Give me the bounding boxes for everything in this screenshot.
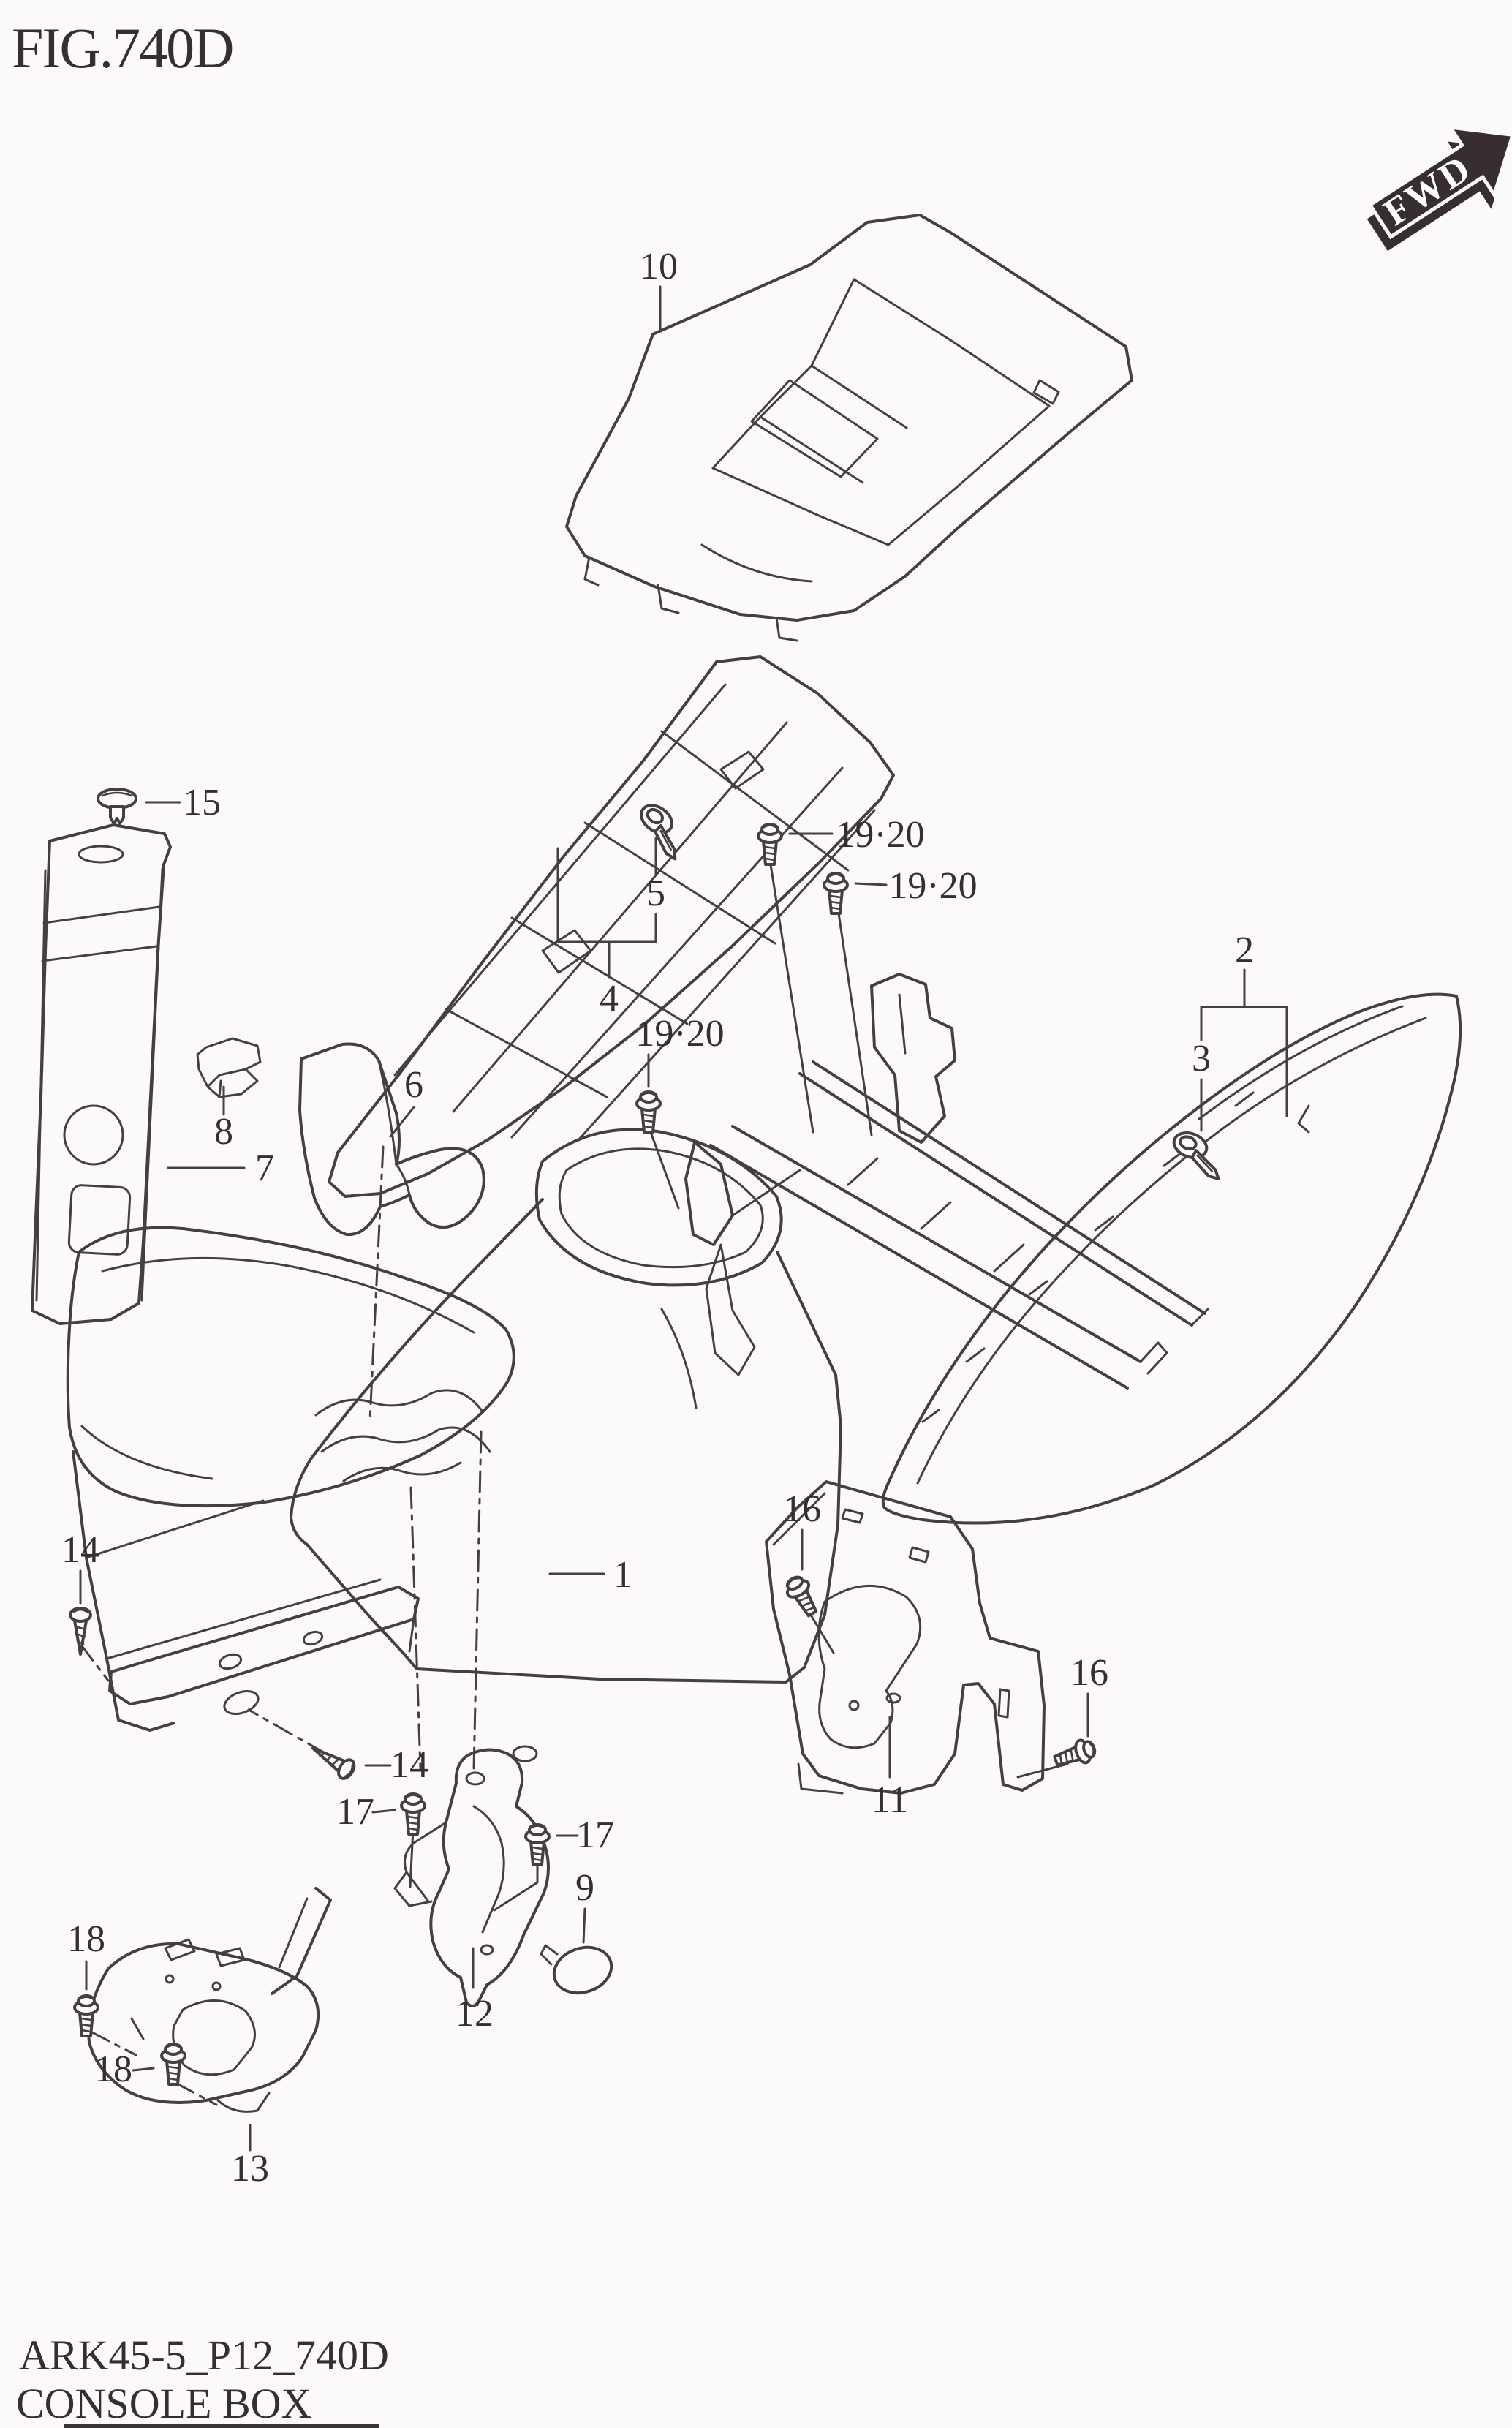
leader-line-l17a bbox=[371, 1809, 396, 1814]
fwd-arrow-body bbox=[1367, 125, 1512, 240]
screw-tap-9 bbox=[69, 1607, 92, 1656]
leader-line-x19c bbox=[647, 1125, 680, 1210]
part-1-console-body bbox=[290, 1128, 842, 1762]
leader-line-x18b bbox=[174, 2081, 218, 2106]
leader-line-xc1 bbox=[472, 1430, 483, 1771]
callout-label-6: 6 bbox=[404, 1064, 423, 1106]
screw-bolt-1 bbox=[823, 872, 849, 915]
callout-label-18: 18 bbox=[94, 2048, 132, 2090]
armrest-support bbox=[72, 1450, 420, 1732]
leader-line-l18b bbox=[132, 2067, 155, 2072]
clip-pin-0 bbox=[97, 788, 137, 825]
leader-line-x16b bbox=[1016, 1762, 1069, 1779]
callout-label-16: 16 bbox=[1070, 1652, 1108, 1694]
leader-line-l19b bbox=[854, 882, 888, 886]
screw-bolt-5 bbox=[400, 1792, 426, 1836]
screw-bolt-8 bbox=[160, 2043, 186, 2086]
clip-grommet-2 bbox=[1165, 1127, 1232, 1181]
leader-line-l6 bbox=[389, 1106, 415, 1138]
callout-label-8: 8 bbox=[214, 1111, 233, 1153]
callout-label-17: 17 bbox=[336, 1791, 374, 1833]
callout-label-11: 11 bbox=[872, 1779, 908, 1821]
callout-label-16: 16 bbox=[783, 1488, 821, 1530]
part-11-rear-bracket bbox=[765, 1480, 1046, 1795]
part-10-upper-tray bbox=[565, 214, 1133, 642]
part-7-front-panel bbox=[31, 823, 172, 1325]
screw-tap-10 bbox=[306, 1738, 359, 1783]
callout-label-2: 2 bbox=[1235, 930, 1254, 971]
rear-frame bbox=[684, 973, 1209, 1390]
figure-title: FIG.740D bbox=[12, 16, 233, 80]
part-13-lower-bracket bbox=[87, 1887, 332, 2113]
callout-label-13: 13 bbox=[231, 2148, 269, 2190]
screw-bolt-3 bbox=[780, 1571, 824, 1621]
screw-bolt-7 bbox=[73, 1994, 99, 2037]
leader-line-x19b bbox=[836, 907, 873, 1136]
callout-label-15: 15 bbox=[183, 782, 221, 823]
part-12-front-bracket bbox=[393, 1748, 550, 2007]
leader-lines-layer bbox=[79, 285, 1288, 2152]
callout-label-4: 4 bbox=[600, 978, 619, 1019]
callout-label-7: 7 bbox=[255, 1147, 274, 1189]
page-edge-mark bbox=[64, 2424, 379, 2428]
leader-line-x14a bbox=[79, 1643, 110, 1682]
footer-code: ARK45-5_P12_740D bbox=[19, 2331, 389, 2379]
callout-label-14: 14 bbox=[61, 1529, 99, 1571]
leader-line-x6 bbox=[368, 1145, 385, 1422]
callout-label-19-20: 19·20 bbox=[836, 814, 924, 856]
clip-grommet-1 bbox=[628, 798, 696, 862]
screw-bolt-2 bbox=[635, 1090, 662, 1134]
callout-label-19-20: 19·20 bbox=[888, 865, 977, 907]
leader-line-x14b bbox=[247, 1708, 328, 1755]
part-8-clip-bracket bbox=[196, 1037, 262, 1098]
callout-labels-layer: 10 15 5 4 19·20 19·20 19·20 2 3 87 6 1 16 16 11 14 14 17 1… bbox=[61, 246, 1254, 2190]
leader-line-x18a bbox=[89, 2030, 137, 2056]
armrest-pad bbox=[66, 1226, 515, 1508]
part-2-side-panel bbox=[881, 992, 1462, 1525]
callout-label-19-20: 19·20 bbox=[635, 1013, 724, 1055]
callout-label-12: 12 bbox=[456, 1993, 494, 2035]
leader-line-x17b bbox=[493, 1858, 539, 1912]
callout-label-18: 18 bbox=[67, 1918, 105, 1960]
leader-line-l9 bbox=[582, 1907, 586, 1944]
leader-line-xc2 bbox=[409, 1486, 422, 1770]
leader-line-x17a bbox=[409, 1827, 415, 1888]
callout-label-9: 9 bbox=[575, 1867, 594, 1909]
callout-label-3: 3 bbox=[1192, 1038, 1211, 1079]
footer-name: CONSOLE BOX bbox=[16, 2380, 311, 2427]
leader-line-x16a bbox=[806, 1607, 835, 1654]
callout-label-17: 17 bbox=[576, 1814, 614, 1856]
part-4-inner-panel bbox=[328, 655, 895, 1198]
fwd-arrow: FWD bbox=[1367, 125, 1512, 252]
leader-line-x19a bbox=[768, 859, 814, 1134]
part-9-hole-cap bbox=[540, 1944, 613, 1995]
callout-label-5: 5 bbox=[646, 872, 665, 914]
callout-label-10: 10 bbox=[640, 246, 678, 287]
callout-label-1: 1 bbox=[613, 1554, 632, 1596]
callout-label-14: 14 bbox=[390, 1744, 428, 1786]
part-6-boot-cover bbox=[298, 1042, 485, 1237]
